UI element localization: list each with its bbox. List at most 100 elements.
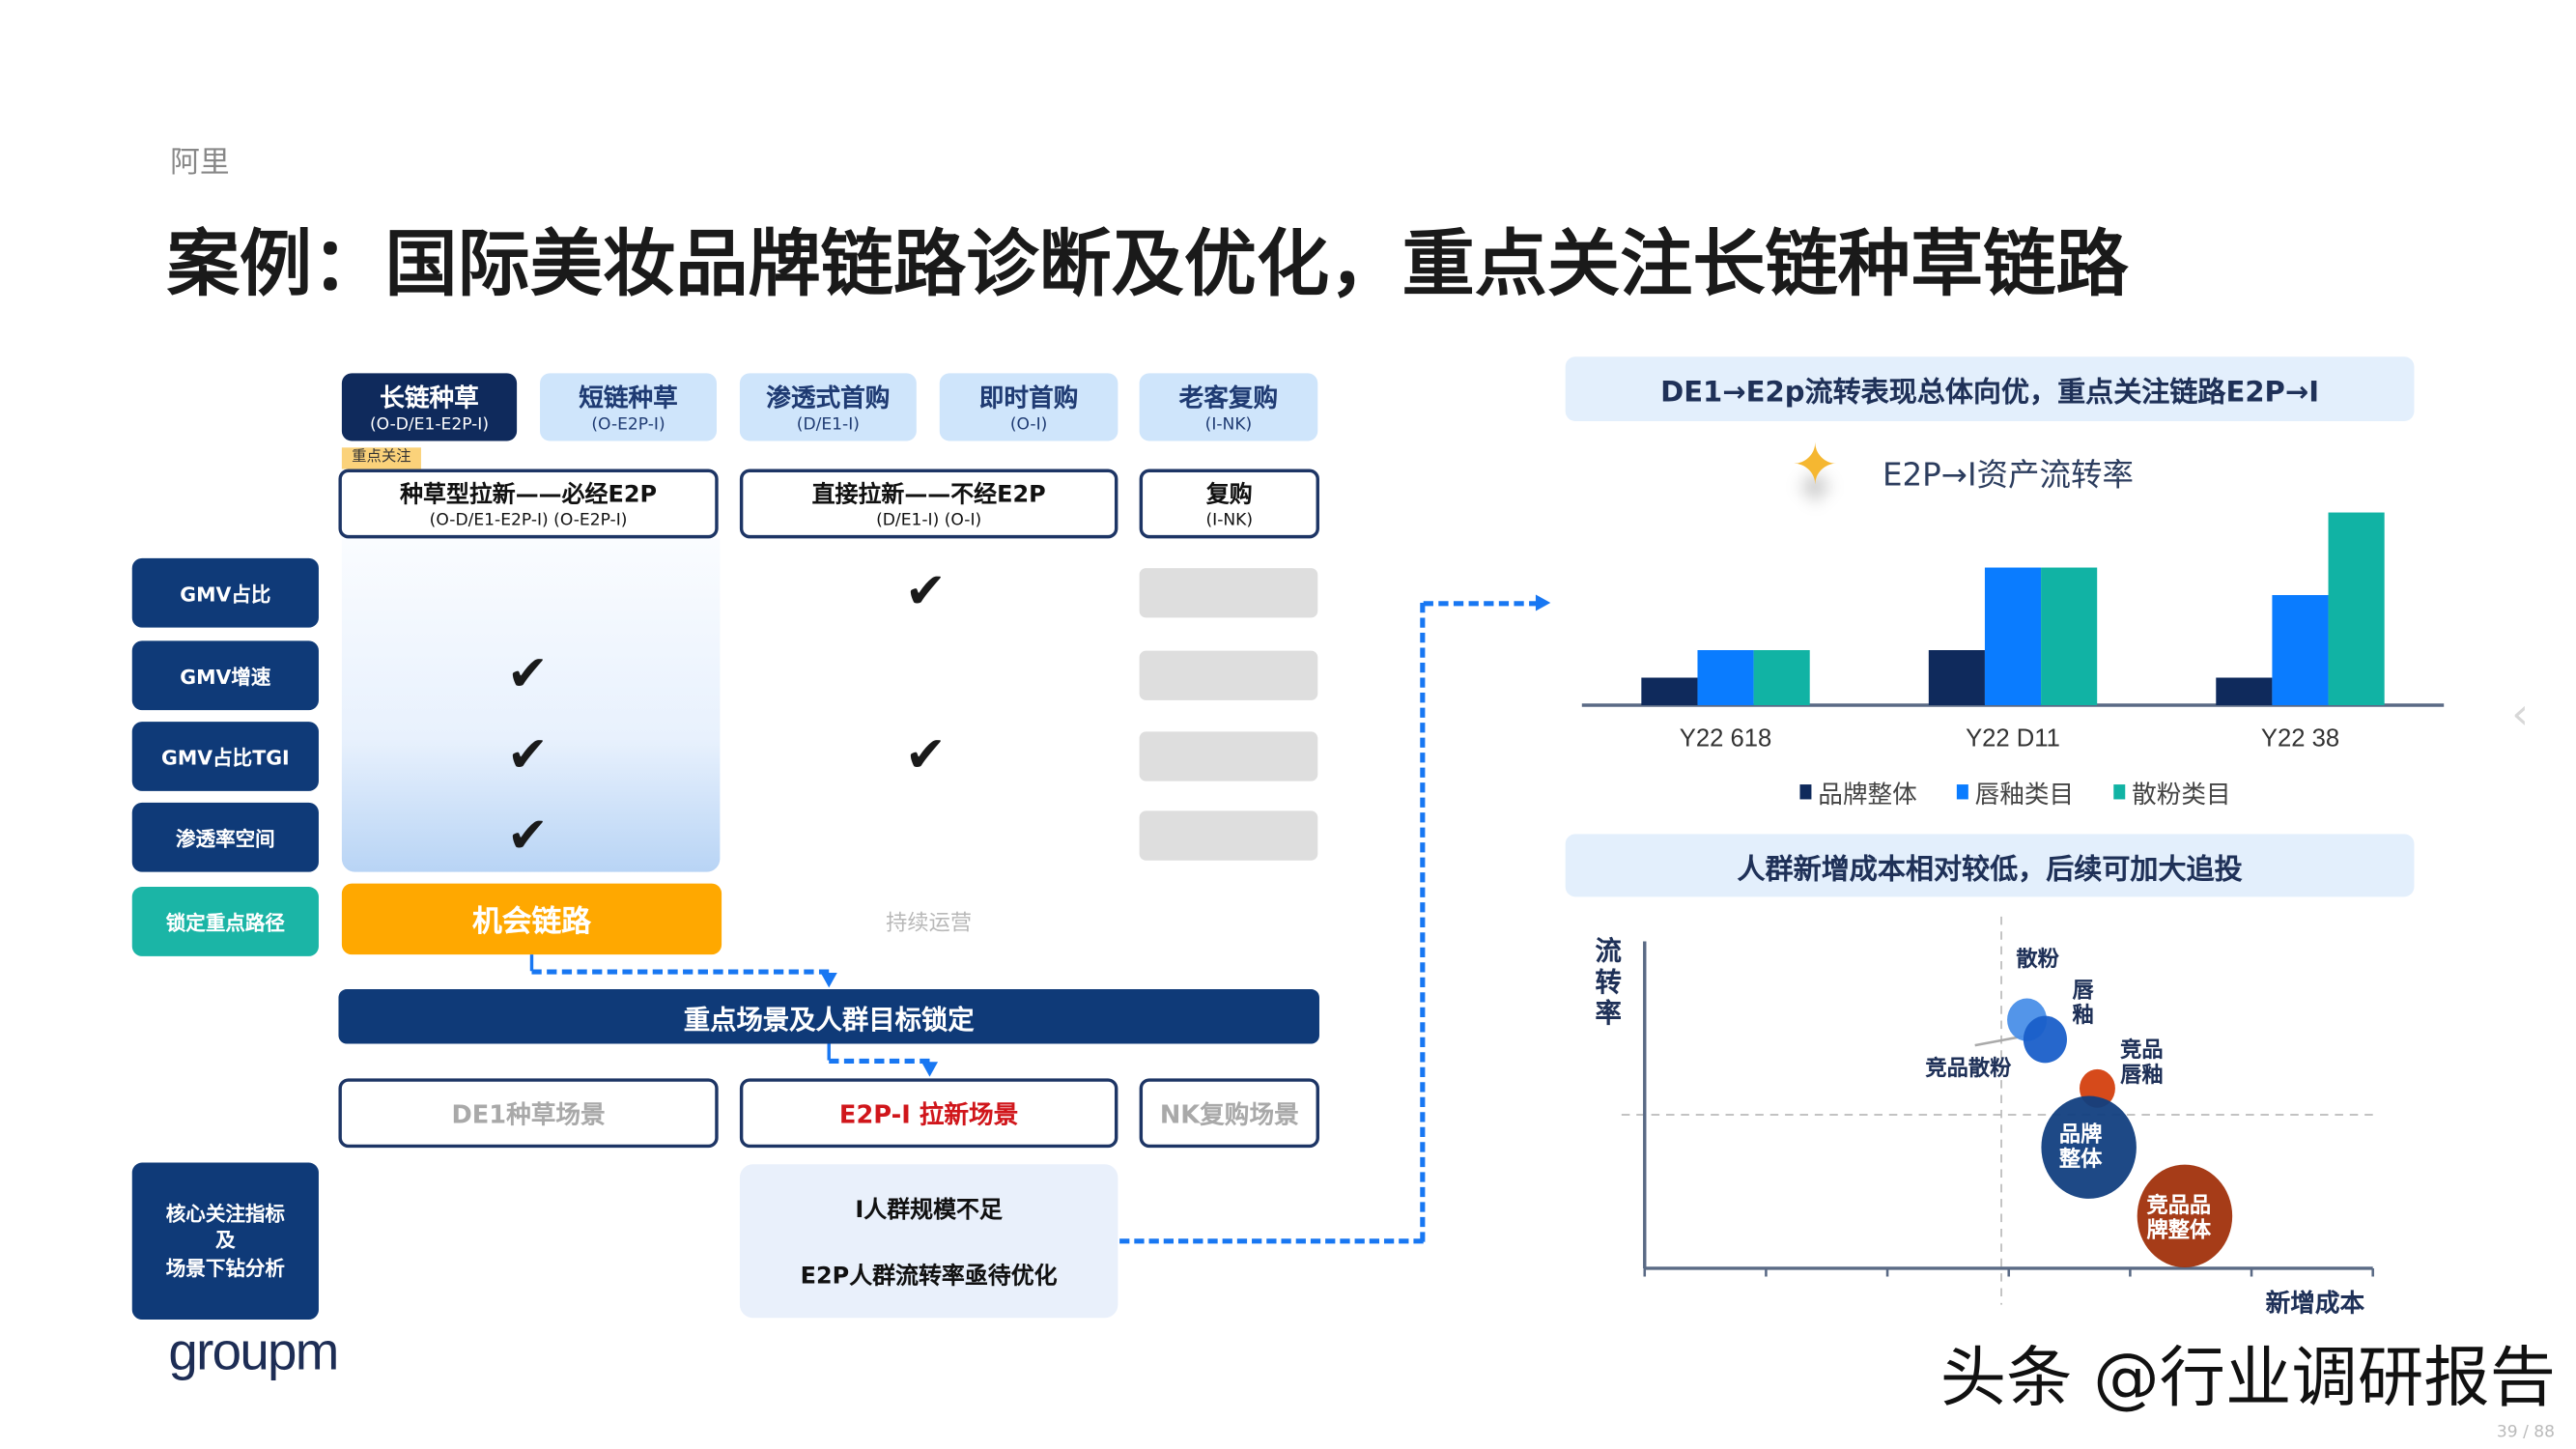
legend-swatch xyxy=(1956,784,1968,800)
connector xyxy=(827,1043,831,1061)
bar-品牌整体 xyxy=(1928,650,1985,705)
label-comp-brand: 竞品品牌整体 xyxy=(2146,1194,2212,1244)
placeholder-bar xyxy=(1139,568,1318,618)
bar-chart: Y22 618 Y22 D11 Y22 38 品牌整体 唇釉类目 散粉类目 xyxy=(1581,512,2445,810)
check-icon: ✔ xyxy=(506,726,549,785)
connector xyxy=(529,954,534,972)
company-label: 阿里 xyxy=(170,145,230,181)
bar-唇釉类目 xyxy=(2272,595,2329,705)
findings-box: I人群规模不足 E2P人群流转率亟待优化 xyxy=(739,1164,1118,1319)
groupm-logo: groupm xyxy=(168,1321,339,1381)
group-label: 复购 xyxy=(1205,482,1253,509)
connector xyxy=(531,969,830,975)
bar-散粉类目 xyxy=(2328,512,2385,705)
tab-sub: (I-NK) xyxy=(1204,415,1253,435)
bubble-品牌整体 xyxy=(2041,1095,2137,1199)
tab-short-chain: 短链种草(O-E2P-I) xyxy=(540,373,717,441)
placeholder-bar xyxy=(1139,731,1318,781)
page-number: 39 / 88 xyxy=(2496,1423,2556,1442)
chevron-right-icon[interactable]: ‹ xyxy=(2511,690,2530,740)
scene-nk: NK复购场景 xyxy=(1139,1078,1319,1149)
watermark: 头条 @行业调研报告 xyxy=(1939,1341,2556,1417)
bar-唇釉类目 xyxy=(1697,650,1754,705)
connector xyxy=(1420,603,1426,1242)
placeholder-bar xyxy=(1139,810,1318,861)
label-lip: 唇釉 xyxy=(2072,979,2094,1029)
bubble-唇釉 xyxy=(2023,1015,2067,1064)
metric-gmv-share: GMV占比 xyxy=(131,557,319,628)
star-icon: ✦ xyxy=(1791,432,1839,499)
placeholder-bar xyxy=(1139,650,1318,700)
bar-散粉类目 xyxy=(2041,567,2098,705)
label-brand: 品牌整体 xyxy=(2058,1122,2103,1173)
legend-label: 散粉类目 xyxy=(2132,781,2231,810)
group-sub: (O-D/E1-E2P-I) (O-E2P-I) xyxy=(429,511,628,530)
tab-repurchase: 老客复购(I-NK) xyxy=(1139,373,1318,441)
group-sub: (I-NK) xyxy=(1205,511,1254,530)
legend-swatch xyxy=(2113,784,2126,800)
tab-label: 渗透式首购 xyxy=(766,383,891,413)
tab-sub: (D/E1-I) xyxy=(796,415,860,435)
scene-de1: DE1种草场景 xyxy=(338,1078,719,1149)
group-label: 直接拉新——不经E2P xyxy=(811,482,1046,509)
x-tick-label: Y22 D11 xyxy=(1966,725,2060,753)
tab-long-chain: 长链种草(O-D/E1-E2P-I) xyxy=(341,373,518,441)
check-icon: ✔ xyxy=(904,562,947,621)
x-tick-label: Y22 38 xyxy=(2261,725,2339,753)
tab-instant: 即时首购(O-I) xyxy=(939,373,1118,441)
bar-品牌整体 xyxy=(1641,677,1698,705)
target-bar: 重点场景及人群目标锁定 xyxy=(338,989,1319,1044)
arrow-icon xyxy=(820,972,837,988)
scene-e2p-i: E2P-I 拉新场景 xyxy=(739,1078,1118,1149)
bar-品牌整体 xyxy=(2216,677,2273,705)
continuous-ops: 持续运营 xyxy=(886,910,973,936)
check-icon: ✔ xyxy=(506,645,549,704)
group-label: 种草型拉新——必经E2P xyxy=(400,482,658,509)
tab-label: 即时首购 xyxy=(978,383,1079,413)
group-sub: (D/E1-I) (O-I) xyxy=(876,511,982,530)
bar-chart-header: DE1→E2p流转表现总体向优，重点关注链路E2P→I xyxy=(1565,356,2415,421)
tab-label: 长链种草 xyxy=(380,383,479,413)
label-comp-powder: 竞品散粉 xyxy=(1925,1057,2012,1082)
connector xyxy=(1119,1238,1424,1244)
label-comp-lip: 竞品唇釉 xyxy=(2120,1038,2164,1089)
tab-label: 老客复购 xyxy=(1178,383,1279,413)
scatter-ylabel: 流转率 xyxy=(1595,934,1622,1030)
analysis-label: 核心关注指标 及 场景下钻分析 xyxy=(131,1162,319,1320)
bubble-竞品品牌整体 xyxy=(2137,1164,2233,1267)
bar-散粉类目 xyxy=(1753,650,1810,705)
scatter-header: 人群新增成本相对较低，后续可加大追投 xyxy=(1565,834,2415,897)
metric-gmv-growth: GMV增速 xyxy=(131,640,319,711)
x-tick-label: Y22 618 xyxy=(1680,725,1771,753)
arrow-icon xyxy=(920,1062,939,1077)
group-repurchase: 复购 (I-NK) xyxy=(1139,469,1319,539)
check-icon: ✔ xyxy=(904,726,947,785)
focus-tag: 重点关注 xyxy=(341,447,421,469)
tab-label: 短链种草 xyxy=(579,383,678,413)
finding: I人群规模不足 xyxy=(855,1196,1003,1223)
tab-penetration: 渗透式首购(D/E1-I) xyxy=(739,373,917,441)
bar-唇釉类目 xyxy=(1984,567,2042,705)
bar-chart-title: E2P→I资产流转率 xyxy=(1882,457,2134,495)
connector xyxy=(1423,601,1540,607)
legend-label: 唇釉类目 xyxy=(1975,781,2075,810)
legend-swatch xyxy=(1799,784,1812,800)
finding: E2P人群流转率亟待优化 xyxy=(800,1262,1058,1290)
label-powder: 散粉 xyxy=(2016,948,2059,973)
path-label: 锁定重点路径 xyxy=(131,887,319,956)
page-title: 案例：国际美妆品牌链路诊断及优化，重点关注长链种草链路 xyxy=(166,222,2129,307)
check-icon: ✔ xyxy=(506,807,549,866)
focus-panel xyxy=(341,538,721,872)
scatter-chart xyxy=(1621,916,2378,1305)
legend-label: 品牌整体 xyxy=(1818,781,1917,810)
tab-sub: (O-D/E1-E2P-I) xyxy=(369,415,490,435)
arrow-icon xyxy=(1535,594,1551,611)
connector xyxy=(829,1058,930,1064)
opportunity-chain: 机会链路 xyxy=(341,883,722,955)
metric-penetration: 渗透率空间 xyxy=(131,802,319,872)
group-seeding: 种草型拉新——必经E2P (O-D/E1-E2P-I) (O-E2P-I) xyxy=(338,469,719,539)
group-direct: 直接拉新——不经E2P (D/E1-I) (O-I) xyxy=(739,469,1118,539)
scatter-xlabel: 新增成本 xyxy=(2265,1288,2365,1319)
tab-sub: (O-E2P-I) xyxy=(591,415,665,435)
